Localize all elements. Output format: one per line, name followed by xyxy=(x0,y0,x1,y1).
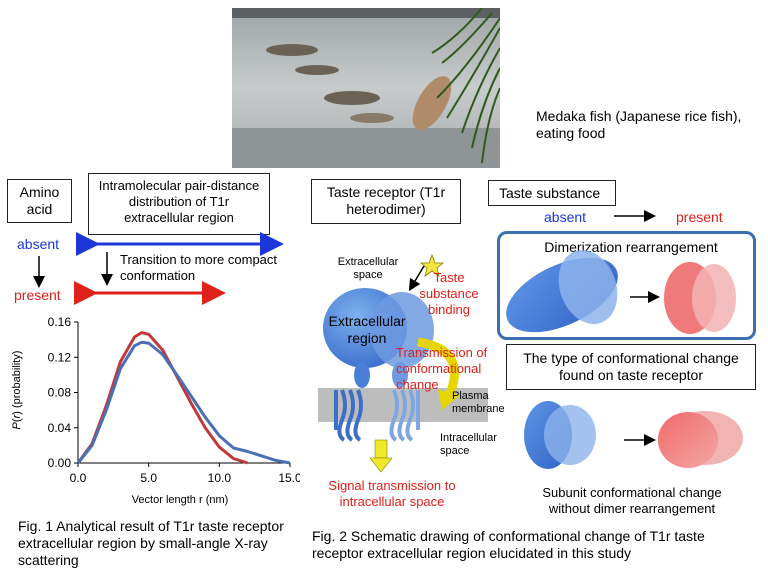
present-right-label: present xyxy=(676,209,723,225)
series-line-2 xyxy=(76,340,291,465)
x-tick-label: 0.0 xyxy=(70,471,87,485)
y-tick-label: 0.08 xyxy=(48,386,72,400)
y-tick-label: 0.04 xyxy=(48,421,72,435)
amino-acid-label: Amino acid xyxy=(7,179,72,223)
fig1-caption: Fig. 1 Analytical result of T1r taste re… xyxy=(18,518,284,568)
right-schematics xyxy=(506,210,743,469)
extracellular-region-label: Extracellular region xyxy=(328,313,406,346)
type-change-box: The type of conformational change found … xyxy=(506,344,756,390)
transmission-label: Transmission of conformational change xyxy=(396,345,488,392)
y-tick-label: 0.12 xyxy=(48,350,72,364)
y-tick-label: 0.16 xyxy=(48,315,72,329)
taste-receptor-label: Taste receptor (T1r heterodimer) xyxy=(311,179,461,224)
absent-right-label: absent xyxy=(544,209,587,225)
intracellular-space-label: Intracellular space xyxy=(440,432,497,457)
transmembrane-helices xyxy=(334,389,363,442)
left-arrows xyxy=(33,232,284,305)
signal-arrow xyxy=(374,439,388,459)
x-tick-label: 5.0 xyxy=(140,471,157,485)
distribution-title: Intramolecular pair-distance distributio… xyxy=(88,173,270,235)
pair-distance-chart: P(r) (probability) Vector length r (nm) … xyxy=(11,315,300,506)
dimerization-panel xyxy=(497,231,756,340)
medaka-fish-photo xyxy=(232,8,500,168)
photo-caption: Medaka fish (Japanese rice fish), eating… xyxy=(536,108,742,141)
y-axis-label: P(r) (probability) xyxy=(11,351,23,430)
taste-substance-star xyxy=(419,253,445,277)
plasma-membrane-label: Plasma membrane xyxy=(452,390,505,415)
taste-binding-label: Taste substance binding xyxy=(419,270,479,317)
subunit-change-label: Subunit conformational change without di… xyxy=(542,485,722,516)
absent-label: absent xyxy=(17,236,60,252)
x-axis-label: Vector length r (nm) xyxy=(132,494,229,506)
transmission-arrow xyxy=(417,337,460,400)
fig2-caption: Fig. 2 Schematic drawing of conformation… xyxy=(312,528,705,561)
receptor-schematic xyxy=(318,253,488,473)
signal-transmission-label: Signal transmission to intracellular spa… xyxy=(328,478,456,509)
present-label: present xyxy=(14,287,61,303)
fish-group xyxy=(266,44,452,130)
subunit-right xyxy=(370,292,434,368)
extracellular-space-label: Extracellular space xyxy=(337,256,399,281)
y-tick-label: 0.00 xyxy=(48,456,72,470)
x-tick-label: 15.0 xyxy=(278,471,300,485)
taste-substance-label: Taste substance xyxy=(488,180,616,206)
series-line-1 xyxy=(76,331,249,465)
x-tick-label: 10.0 xyxy=(208,471,232,485)
water-plant xyxy=(431,8,500,164)
